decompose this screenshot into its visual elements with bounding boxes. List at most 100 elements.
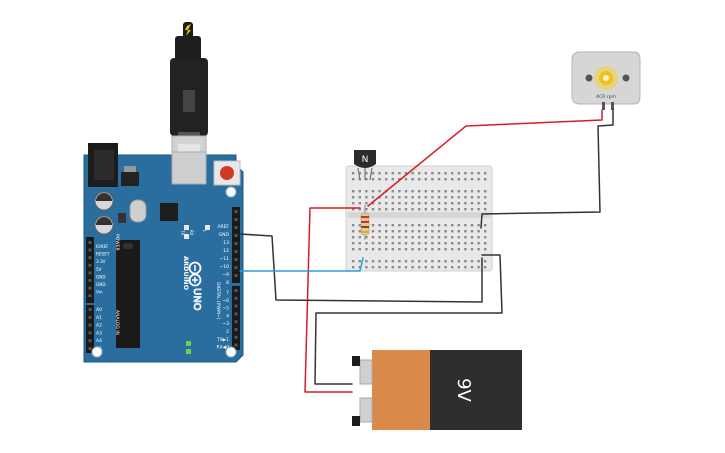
breadboard-hole[interactable]: [437, 242, 441, 245]
breadboard-hole[interactable]: [371, 230, 375, 233]
breadboard-hole[interactable]: [457, 172, 460, 175]
breadboard-hole[interactable]: [404, 224, 408, 227]
breadboard-hole[interactable]: [444, 236, 447, 239]
breadboard-hole[interactable]: [378, 236, 381, 239]
battery-9v[interactable]: 9V: [352, 350, 522, 430]
breadboard-hole[interactable]: [391, 178, 394, 181]
breadboard-hole[interactable]: [484, 230, 487, 233]
breadboard-hole[interactable]: [464, 230, 467, 233]
breadboard-hole[interactable]: [437, 230, 441, 233]
breadboard-hole[interactable]: [457, 208, 460, 211]
breadboard-hole[interactable]: [457, 248, 460, 251]
breadboard-hole[interactable]: [477, 196, 480, 199]
wire-blue-pin9[interactable]: [239, 257, 364, 272]
breadboard-hole[interactable]: [451, 172, 454, 175]
breadboard-hole[interactable]: [391, 266, 394, 269]
breadboard-hole[interactable]: [385, 224, 388, 227]
breadboard-hole[interactable]: [411, 224, 414, 227]
breadboard-hole[interactable]: [444, 248, 447, 251]
breadboard-hole[interactable]: [398, 202, 401, 205]
breadboard-hole[interactable]: [385, 248, 388, 251]
header-pin[interactable]: [88, 248, 92, 252]
breadboard-hole[interactable]: [404, 196, 408, 199]
breadboard-hole[interactable]: [352, 196, 355, 199]
breadboard-hole[interactable]: [424, 248, 427, 251]
breadboard-hole[interactable]: [464, 260, 467, 263]
breadboard-hole[interactable]: [470, 242, 474, 245]
header-pin[interactable]: [234, 274, 238, 277]
breadboard-hole[interactable]: [484, 266, 487, 269]
breadboard-hole[interactable]: [464, 196, 467, 199]
breadboard-hole[interactable]: [437, 190, 441, 193]
breadboard-hole[interactable]: [352, 236, 355, 239]
breadboard-hole[interactable]: [424, 266, 427, 269]
breadboard-hole[interactable]: [404, 266, 408, 269]
header-pin[interactable]: [88, 256, 92, 260]
breadboard-hole[interactable]: [424, 178, 427, 181]
breadboard-hole[interactable]: [451, 224, 454, 227]
breadboard-hole[interactable]: [444, 208, 447, 211]
breadboard-hole[interactable]: [411, 230, 414, 233]
breadboard-hole[interactable]: [477, 224, 480, 227]
breadboard-hole[interactable]: [358, 190, 361, 193]
breadboard-hole[interactable]: [418, 266, 421, 269]
breadboard-hole[interactable]: [424, 230, 427, 233]
breadboard-hole[interactable]: [398, 196, 401, 199]
breadboard-hole[interactable]: [437, 178, 441, 181]
breadboard-hole[interactable]: [358, 224, 361, 227]
breadboard-hole[interactable]: [404, 242, 408, 245]
breadboard-hole[interactable]: [424, 260, 427, 263]
breadboard-hole[interactable]: [431, 202, 434, 205]
breadboard-hole[interactable]: [352, 178, 355, 181]
breadboard-hole[interactable]: [470, 178, 474, 181]
breadboard-hole[interactable]: [457, 202, 460, 205]
breadboard-hole[interactable]: [437, 202, 441, 205]
header-pin[interactable]: [88, 271, 92, 275]
breadboard-hole[interactable]: [378, 208, 381, 211]
breadboard-hole[interactable]: [431, 224, 434, 227]
breadboard-hole[interactable]: [484, 260, 487, 263]
header-pin[interactable]: [88, 294, 92, 298]
breadboard-hole[interactable]: [371, 236, 375, 239]
breadboard-hole[interactable]: [424, 190, 427, 193]
breadboard-hole[interactable]: [385, 172, 388, 175]
breadboard-hole[interactable]: [385, 178, 388, 181]
breadboard-hole[interactable]: [464, 178, 467, 181]
breadboard-hole[interactable]: [404, 208, 408, 211]
header-pin[interactable]: [88, 308, 92, 311]
breadboard-hole[interactable]: [404, 236, 408, 239]
breadboard-hole[interactable]: [470, 260, 474, 263]
breadboard-hole[interactable]: [385, 242, 388, 245]
breadboard-hole[interactable]: [391, 260, 394, 263]
breadboard-hole[interactable]: [470, 202, 474, 205]
header-pin[interactable]: [234, 266, 238, 269]
breadboard-hole[interactable]: [391, 242, 394, 245]
breadboard-hole[interactable]: [371, 248, 375, 251]
breadboard-hole[interactable]: [484, 172, 487, 175]
header-pin[interactable]: [88, 315, 92, 319]
breadboard-hole[interactable]: [457, 266, 460, 269]
breadboard-hole[interactable]: [470, 266, 474, 269]
breadboard-hole[interactable]: [365, 266, 368, 269]
header-pin[interactable]: [234, 258, 238, 261]
breadboard-hole[interactable]: [470, 224, 474, 227]
breadboard-hole[interactable]: [437, 172, 441, 175]
breadboard-hole[interactable]: [411, 196, 414, 199]
breadboard-hole[interactable]: [431, 242, 434, 245]
breadboard-hole[interactable]: [411, 208, 414, 211]
header-pin[interactable]: [234, 218, 238, 221]
header-pin[interactable]: [234, 296, 238, 300]
breadboard-hole[interactable]: [358, 208, 361, 211]
breadboard-hole[interactable]: [431, 236, 434, 239]
header-pin[interactable]: [88, 279, 92, 282]
breadboard-hole[interactable]: [378, 260, 381, 263]
header-pin[interactable]: [88, 347, 92, 350]
breadboard-hole[interactable]: [484, 190, 487, 193]
breadboard-hole[interactable]: [437, 260, 441, 263]
breadboard-hole[interactable]: [437, 208, 441, 211]
breadboard-hole[interactable]: [391, 202, 394, 205]
breadboard-hole[interactable]: [358, 236, 361, 239]
breadboard-hole[interactable]: [464, 224, 467, 227]
breadboard-hole[interactable]: [378, 242, 381, 245]
breadboard-hole[interactable]: [484, 248, 487, 251]
